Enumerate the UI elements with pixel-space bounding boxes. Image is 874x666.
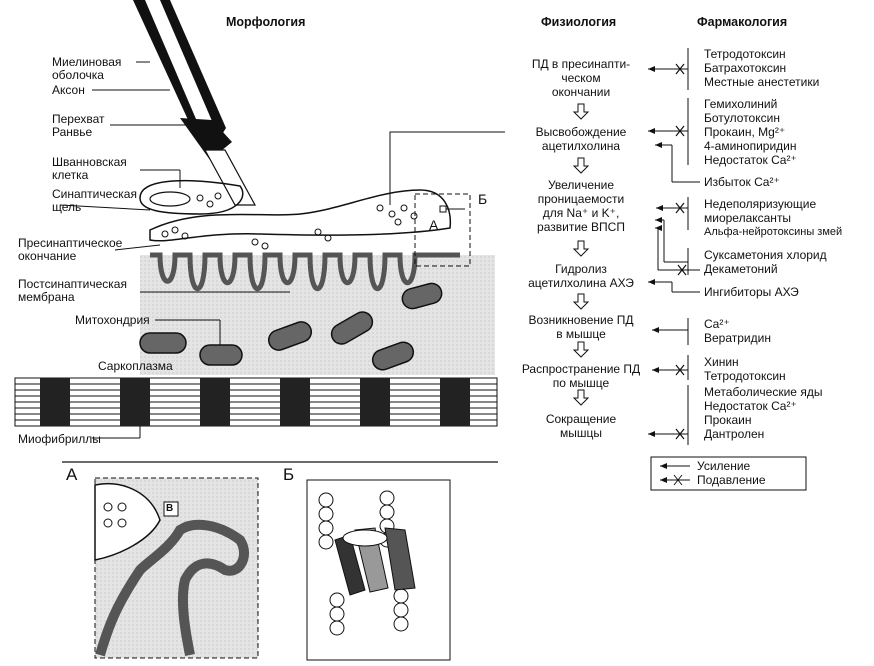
label-schwann-2: клетка	[52, 168, 89, 182]
pharmacology-header: Фармакология	[697, 15, 788, 29]
postsynaptic-membrane-shape	[150, 252, 460, 291]
zoom-box-main	[414, 193, 471, 267]
pharm-group-6: Ингибиторы АХЭ	[704, 285, 799, 299]
pharm-group-3: Избыток Ca²⁺	[704, 175, 780, 189]
label-myofibrils: Миофибриллы	[18, 432, 101, 446]
marker-b: Б	[478, 191, 488, 207]
legend-suppress: Подавление	[697, 473, 766, 487]
marker-v: В	[166, 503, 174, 514]
label-postsynaptic-2: мембрана	[18, 290, 75, 304]
label-presynaptic-1: Пресинаптическое	[18, 236, 123, 250]
panel-a-label: А	[66, 465, 78, 484]
sarcoplasm-field	[140, 255, 495, 375]
label-schwann-1: Шванновская	[52, 155, 127, 169]
panel-b-label: Б	[283, 465, 295, 484]
physiology-header: Физиология	[541, 15, 617, 29]
arrow-heads	[648, 66, 663, 437]
inset-b-drawing	[306, 479, 451, 661]
label-myelin-1: Миелиновая	[52, 55, 122, 69]
legend-box	[650, 456, 807, 491]
myofibrils-shape	[14, 377, 498, 427]
synaptic-vesicles	[161, 204, 418, 250]
label-ranvier-1: Перехват	[52, 112, 105, 126]
label-presynaptic-2: окончание	[18, 249, 77, 263]
legend-enhance: Усиление	[697, 459, 751, 473]
pharm-group-7: Ca²⁺Вератридин	[704, 317, 771, 345]
mitochondria-shapes	[139, 282, 443, 371]
presynaptic-terminal-shape	[149, 189, 452, 242]
schwann-cell-shape	[139, 179, 244, 215]
label-cleft-1: Синаптическая	[52, 187, 137, 201]
label-sarcoplasm: Саркоплазма	[98, 359, 173, 373]
axon-shape	[133, 0, 257, 206]
morphology-header: Морфология	[226, 15, 306, 29]
label-mitochondria: Митохондрия	[75, 313, 150, 327]
label-postsynaptic-1: Постсинаптическая	[18, 277, 127, 291]
suppress-marks	[675, 63, 687, 440]
flow-arrows	[572, 103, 590, 406]
label-cleft-2: щель	[52, 200, 82, 214]
label-axon: Аксон	[52, 83, 85, 97]
inset-a-drawing	[94, 477, 259, 659]
label-ranvier-2: Ранвье	[52, 125, 93, 139]
marker-a: А	[429, 217, 439, 233]
label-myelin-2: оболочка	[52, 68, 104, 82]
pharmacology-connectors	[648, 48, 700, 445]
